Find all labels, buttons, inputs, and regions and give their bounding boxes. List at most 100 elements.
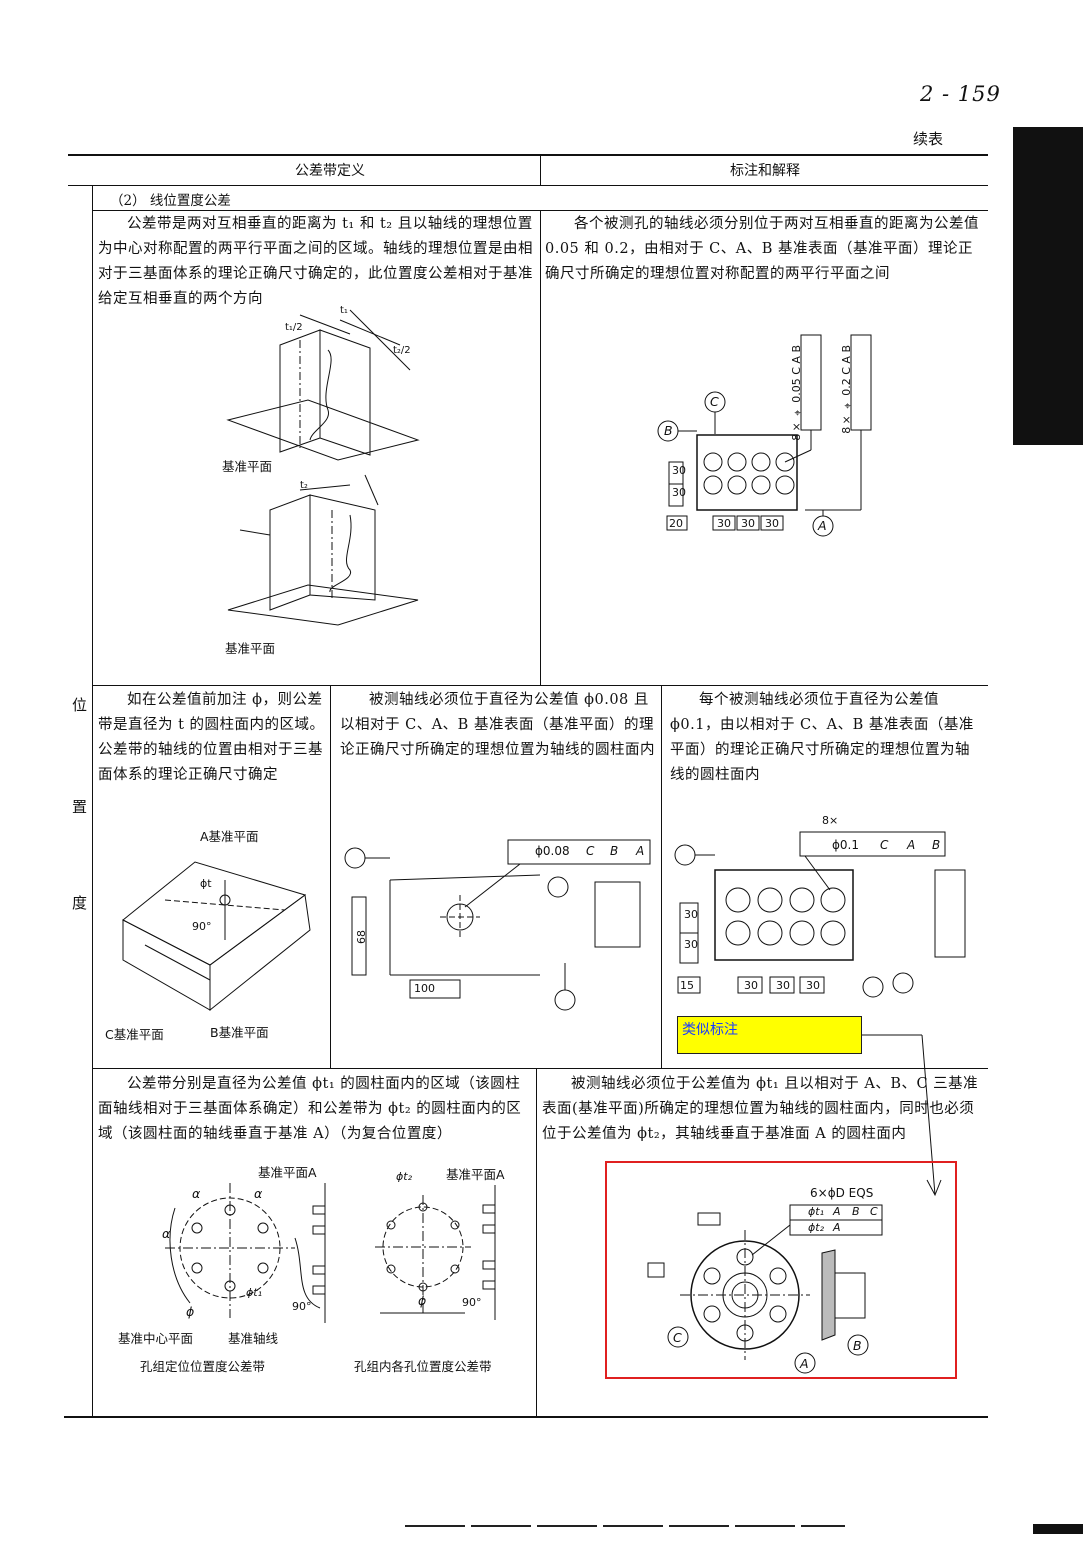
row2-fig-A-label: A基准平面	[200, 829, 259, 844]
row3-fig-a-90: 90°	[292, 1300, 312, 1313]
row1-fig-t2-half: t₂/2	[393, 345, 411, 356]
row2-dim-a-1: 68	[355, 930, 368, 944]
row3-fig-b-phi: ϕ	[418, 1293, 427, 1308]
row2-explanation-b: 每个被测轴线必须位于直径为公差值 ϕ0.1，由以相对于 C、A、B 基准表面（基…	[670, 692, 974, 783]
table-bottom-rule	[64, 1416, 988, 1418]
row2-dim-b-5: 30	[776, 979, 790, 992]
row3-fig-b-datum: 基准平面A	[446, 1167, 505, 1182]
row3-fcf-row2-1: ϕt₂	[808, 1221, 824, 1234]
side-col-divider	[92, 185, 93, 1417]
row3-col-divider	[536, 1068, 537, 1417]
row3-fig-a-phi: ϕ	[186, 1304, 195, 1319]
row3-fcf-row2-2: A	[833, 1221, 841, 1234]
row3-datum-A: A	[800, 1356, 809, 1371]
row3-definition: 公差带分别是直径为公差值 ϕt₁ 的圆柱面内的区域（该圆柱面轴线相对于三基面体系…	[98, 1076, 522, 1142]
corner-mark	[1033, 1524, 1083, 1534]
row2-fig-B-label: B基准平面	[210, 1025, 269, 1040]
row2-explanation-a: 被测轴线必须位于直径为公差值 ϕ0.08 且以相对于 C、A、B 基准表面（基准…	[340, 692, 655, 758]
row3-fcf-row1-3: B	[852, 1205, 860, 1218]
row3-fig-b-phi-t2: ϕt₂	[396, 1170, 412, 1183]
row2-dim-b-1: 30	[684, 908, 698, 921]
row1-dim-2: 30	[672, 486, 686, 499]
row2-fcf-a-3: B	[610, 844, 619, 858]
row3-fig-center-plane: 基准中心平面	[118, 1331, 194, 1346]
note-arrow	[860, 1030, 950, 1200]
row2-definition: 如在公差值前加注 ϕ，则公差带是直径为 t 的圆柱面内的区域。公差带的轴线的位置…	[98, 692, 325, 783]
side-label-1: 位	[72, 696, 88, 714]
note-box-text: 类似标注	[682, 1022, 738, 1038]
header-bottom-rule	[68, 185, 988, 186]
row2-fcf-b-1: ϕ0.1	[832, 838, 859, 852]
row3-explanation: 被测轴线必须位于公差值为 ϕt₁ 且以相对于 A、B、C 三基准表面(基准平面)…	[542, 1076, 979, 1142]
row2-col-divider-b	[661, 685, 662, 1068]
footer-dash	[405, 1525, 845, 1527]
highlight-frame	[605, 1161, 957, 1379]
page-number: 2 - 159	[920, 82, 1001, 106]
header-col-divider	[540, 154, 541, 185]
col1-header: 公差带定义	[295, 163, 365, 179]
row1-drawing	[655, 330, 885, 545]
row1-dim-5: 30	[741, 517, 755, 530]
row2-dim-b-4: 30	[744, 979, 758, 992]
row3-datum-C: C	[673, 1330, 682, 1345]
row1-fig-t1-half: t₁/2	[285, 322, 303, 333]
row2-dim-b-2: 30	[684, 938, 698, 951]
row1-dim-6: 30	[765, 517, 779, 530]
note-box: 类似标注	[677, 1016, 862, 1054]
row3-datum-B: B	[853, 1338, 862, 1353]
row2-fcf-b-3: A	[907, 838, 916, 852]
col2-header: 标注和解释	[730, 163, 800, 179]
row3-caption-a: 孔组定位位置度公差带	[140, 1359, 266, 1374]
row3-fcf-count: 6×ϕD EQS	[810, 1186, 874, 1200]
row3-zone-figure-b	[375, 1185, 515, 1335]
side-label-2: 置	[72, 798, 88, 816]
row2-drawing-a	[340, 835, 640, 1015]
row1-datum-B: B	[664, 423, 673, 438]
row2-block-figure	[105, 840, 325, 1020]
row3-fig-a-phi-t1: ϕt₁	[246, 1286, 262, 1299]
row1-fig-label-1: 基准平面	[222, 459, 273, 474]
row1-dim-4: 30	[717, 517, 731, 530]
table-top-rule	[68, 154, 988, 156]
row1-fcf-1: 8× ⌖ 0.05 C A B	[790, 345, 803, 441]
row2-col-divider-a	[330, 685, 331, 1068]
row3-fig-a-datum: 基准平面A	[258, 1165, 317, 1180]
row1-explanation: 各个被测孔的轴线必须分别位于两对互相垂直的距离为公差值 0.05 和 0.2，由…	[545, 216, 979, 282]
row2-fcf-a-2: C	[586, 844, 595, 858]
row3-fig-a-alpha-3: α	[162, 1226, 171, 1241]
side-label-3: 度	[72, 894, 88, 912]
row3-fig-a-alpha-2: α	[254, 1186, 263, 1201]
row1-fcf-2: 8× ⌖ 0.2 C A B	[840, 345, 853, 434]
row2-dim-b-3: 15	[680, 979, 694, 992]
row1-col-divider	[540, 210, 541, 685]
row2-fcf-a-1: ϕ0.08	[535, 844, 570, 858]
row1-fig-label-2: 基准平面	[225, 641, 276, 656]
row2-dim-a-2: 100	[414, 982, 435, 995]
row1-fig-t2: t₂	[300, 480, 308, 491]
row1-fig-t1: t₁	[340, 305, 348, 316]
row1-dim-1: 30	[672, 464, 686, 477]
row2-fcf-b-count: 8×	[822, 814, 839, 827]
row1-bottom-rule	[92, 685, 988, 686]
row3-zone-figure-a	[145, 1178, 345, 1338]
row2-dim-b-6: 30	[806, 979, 820, 992]
row3-flange-drawing	[640, 1195, 880, 1375]
row3-fig-axis: 基准轴线	[228, 1331, 279, 1346]
row3-caption-b: 孔组内各孔位置度公差带	[354, 1359, 492, 1374]
row3-fcf-row1-4: C	[870, 1205, 878, 1218]
row3-fig-b-90: 90°	[462, 1296, 482, 1309]
row2-fig-90: 90°	[192, 920, 212, 933]
row1-zone-figure	[200, 300, 440, 660]
row1-datum-A: A	[818, 518, 827, 533]
section-title: （2） 线位置度公差	[110, 193, 231, 209]
row1-dim-3: 20	[669, 517, 683, 530]
edge-thumb-tab	[1013, 127, 1083, 445]
row2-fig-C-label: C基准平面	[105, 1027, 164, 1042]
continued-label: 续表	[913, 130, 944, 148]
row3-fcf-row1-2: A	[833, 1205, 841, 1218]
row2-fcf-b-4: B	[932, 838, 941, 852]
row2-drawing-b	[670, 825, 970, 1015]
row2-fig-phi-t: ϕt	[200, 877, 212, 890]
row1-datum-C: C	[710, 394, 719, 409]
row3-fig-a-alpha-1: α	[192, 1186, 201, 1201]
